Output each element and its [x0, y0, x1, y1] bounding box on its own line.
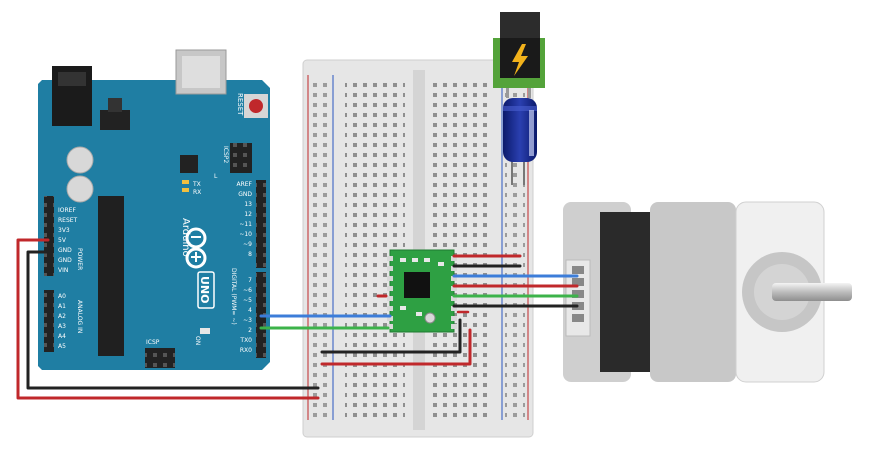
- pin-a1: A1: [58, 303, 66, 310]
- icsp-label: ICSP: [146, 339, 160, 346]
- l-label: L: [214, 173, 218, 180]
- power-jack: [493, 12, 545, 98]
- pin-5: ~5: [243, 297, 252, 304]
- rx-label: RX: [193, 189, 201, 196]
- pin-a0: A0: [58, 293, 66, 300]
- capacitor-icon: [503, 98, 537, 185]
- pin-a3: A3: [58, 323, 66, 330]
- pin-7: 7: [248, 277, 252, 284]
- pin-a4: A4: [58, 333, 66, 340]
- pin-gnd: GND: [238, 191, 252, 198]
- pin-3: ~3: [243, 317, 252, 324]
- pin-10: ~10: [239, 231, 252, 238]
- on-label: ON: [194, 336, 201, 345]
- pin-4: 4: [248, 307, 252, 314]
- pin-12: 12: [244, 211, 252, 218]
- pin-reset: RESET: [58, 217, 78, 224]
- pin-8: 8: [248, 251, 252, 258]
- pin-ioref: IOREF: [58, 207, 76, 214]
- pin-3v3: 3V3: [58, 227, 70, 234]
- pin-a2: A2: [58, 313, 66, 320]
- pin-13: 13: [244, 201, 252, 208]
- pin-tx0: TX0: [239, 337, 252, 344]
- uno-badge: UNO: [197, 271, 215, 309]
- wire-gnd: [26, 250, 320, 390]
- icsp2-label: ICSP2: [222, 146, 229, 163]
- pin-gnd2: GND: [58, 257, 72, 264]
- reset-label: RESET: [236, 93, 244, 116]
- arduino-logo: [185, 227, 207, 269]
- pin-9: ~9: [243, 241, 252, 248]
- stepper-motor: [563, 201, 852, 383]
- pin-aref: AREF: [236, 181, 252, 188]
- pin-gnd1: GND: [58, 247, 72, 254]
- tx-label: TX: [192, 181, 201, 188]
- wire-logic-vcc: [320, 328, 472, 366]
- pin-rx0: RX0: [240, 347, 252, 354]
- wire-logic-gnd: [320, 318, 462, 354]
- pin-11: ~11: [239, 221, 252, 228]
- pin-2: 2: [248, 327, 252, 334]
- pin-a5: A5: [58, 343, 66, 350]
- digital-label: DIGITAL (PWM= ~): [230, 268, 237, 325]
- pin-6: ~6: [243, 287, 252, 294]
- wires: [16, 238, 579, 400]
- power-label: POWER: [76, 248, 83, 270]
- breadboard: [302, 59, 534, 438]
- lightning-bolt-icon: [512, 44, 528, 76]
- analog-label: ANALOG IN: [76, 300, 83, 333]
- arduino-board: RESET TX RX L ICSP2 Arduino UNO: [38, 49, 270, 370]
- pin-5v: 5V: [58, 237, 67, 244]
- brand-label: Arduino: [180, 218, 191, 257]
- pin-vin: VIN: [58, 267, 68, 274]
- stepper-driver-board: [387, 249, 457, 333]
- svg-text:UNO: UNO: [198, 276, 211, 304]
- wire-5v: [16, 238, 320, 400]
